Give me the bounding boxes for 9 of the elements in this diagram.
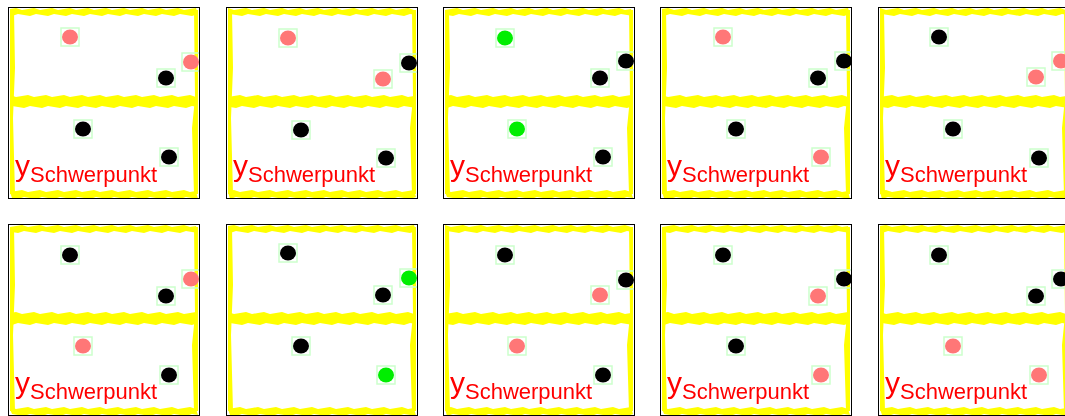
- variable-label: y$_{Schwerpunkt}$: [885, 151, 1028, 189]
- variable-label: y$_{Schwerpunkt}$: [450, 368, 593, 406]
- variable-label: y$_{Schwerpunkt}$: [885, 368, 1028, 406]
- variable-label: y$_{Schwerpunkt}$: [667, 151, 810, 189]
- variable-label: y$_{Schwerpunkt}$: [450, 151, 593, 189]
- variable-label: y$_{Schwerpunkt}$: [233, 151, 376, 189]
- variable-label: y$_{Schwerpunkt}$: [667, 368, 810, 406]
- variable-label: y$_{Schwerpunkt}$: [15, 151, 158, 189]
- variable-label: y$_{Schwerpunkt}$: [15, 368, 158, 406]
